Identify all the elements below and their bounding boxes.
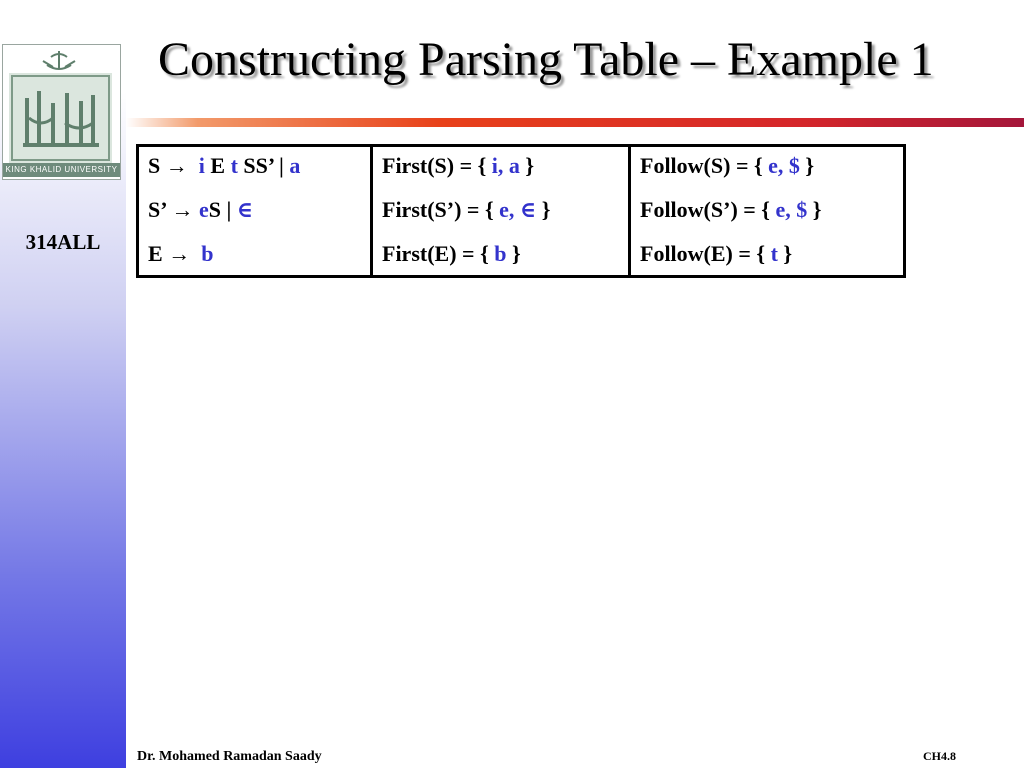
university-logo-icon: KING KHALID UNIVERSITY xyxy=(2,44,121,180)
first-sets-cell: First(S) = { i, a } First(S’) = { e, ∈ }… xyxy=(370,144,631,278)
first-set-s-prime: First(S’) = { e, ∈ } xyxy=(382,197,551,222)
emblem-icon xyxy=(42,51,76,70)
slide-title: Constructing Parsing Table – Example 1 xyxy=(158,33,934,86)
arrow-right-icon: → xyxy=(165,153,188,178)
arrow-right-icon: → xyxy=(171,197,194,222)
slide-number: CH4.8 xyxy=(923,749,956,763)
production-e: E → b xyxy=(148,241,214,266)
grammar-table: S → i E t SS’ | a S’ → eS | ∈ E → b Firs… xyxy=(136,144,906,278)
logo-caption: KING KHALID UNIVERSITY xyxy=(3,163,120,177)
follow-sets-cell: Follow(S) = { e, $ } Follow(S’) = { e, $… xyxy=(628,144,906,278)
first-set-e: First(E) = { b } xyxy=(382,241,521,266)
table-row: S → i E t SS’ | a S’ → eS | ∈ E → b Firs… xyxy=(136,144,906,278)
footer-author: Dr. Mohamed Ramadan Saady xyxy=(137,749,322,764)
first-set-s: First(S) = { i, a } xyxy=(382,153,535,178)
logo-calligraphy xyxy=(9,73,112,163)
follow-set-e: Follow(E) = { t } xyxy=(640,241,793,266)
production-s: S → i E t SS’ | a xyxy=(148,153,301,178)
production-s-prime: S’ → eS | ∈ xyxy=(148,197,254,222)
title-underline xyxy=(126,118,1024,127)
arrow-right-icon: → xyxy=(168,241,191,266)
sidebar: KING KHALID UNIVERSITY 314ALL xyxy=(0,0,126,768)
course-code: 314ALL xyxy=(25,230,101,254)
follow-set-s: Follow(S) = { e, $ } xyxy=(640,153,815,178)
productions-cell: S → i E t SS’ | a S’ → eS | ∈ E → b xyxy=(136,144,373,278)
follow-set-s-prime: Follow(S’) = { e, $ } xyxy=(640,197,822,222)
